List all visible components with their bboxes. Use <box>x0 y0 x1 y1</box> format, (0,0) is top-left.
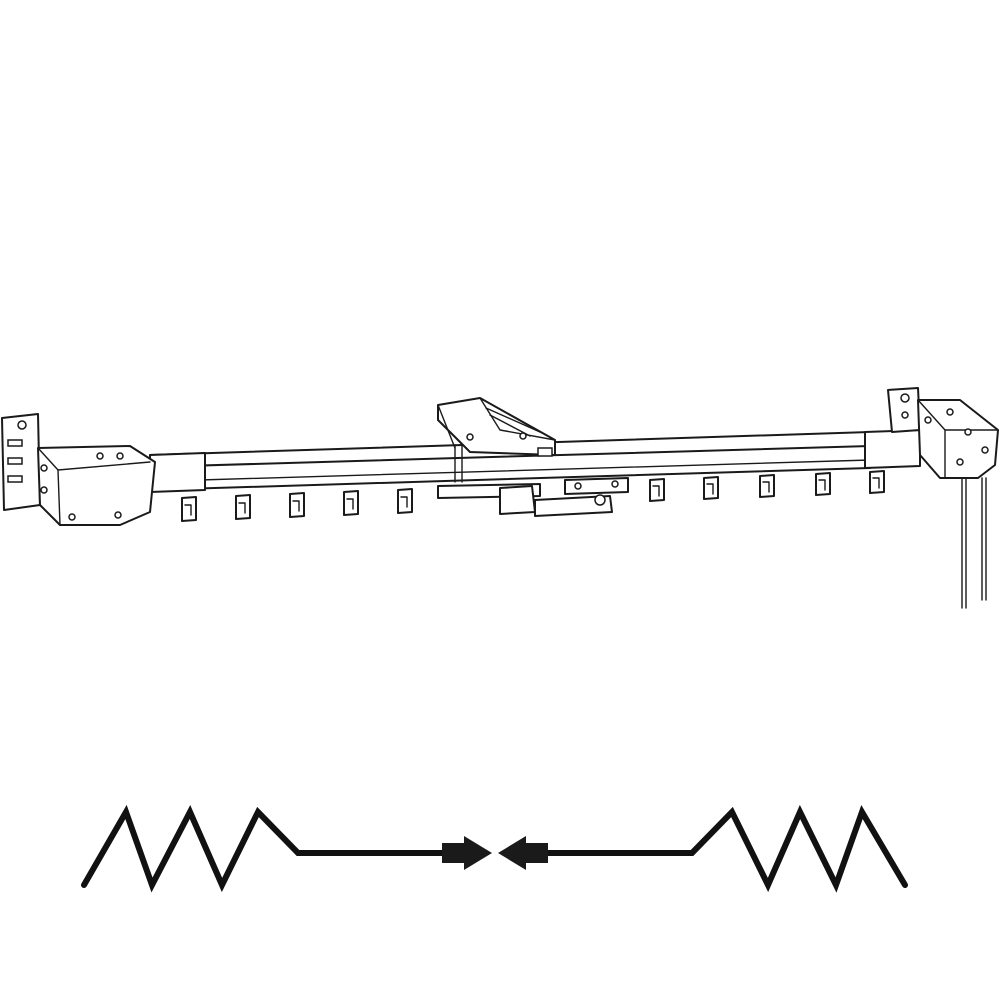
carrier-hook-icon <box>181 496 197 522</box>
carrier-hook-icon <box>703 476 719 500</box>
rod-body <box>149 429 921 493</box>
draw-cord-icon <box>961 477 987 609</box>
carrier-hook-icon <box>869 470 885 494</box>
arrow-right-icon <box>442 836 492 870</box>
carrier-hook-icon <box>649 478 665 502</box>
carrier-hook-icon <box>397 488 413 514</box>
carrier-hook-icon <box>289 492 305 518</box>
left-end-bracket-icon <box>1 413 156 526</box>
pleat-zigzag-icon <box>81 804 448 893</box>
right-end-bracket-icon <box>887 387 999 479</box>
pleat-zigzag-icon <box>542 804 908 893</box>
carrier-hooks-left <box>181 488 413 522</box>
carrier-hook-icon <box>235 494 251 520</box>
arrow-left-icon <box>498 836 548 870</box>
carrier-hook-icon <box>815 472 831 496</box>
center-support-bracket-icon <box>437 397 556 457</box>
carrier-hook-icon <box>759 474 775 498</box>
draw-direction-diagram <box>81 804 908 893</box>
carrier-hook-icon <box>343 490 359 516</box>
master-carriers <box>437 477 629 517</box>
carrier-hooks-right <box>649 470 885 502</box>
